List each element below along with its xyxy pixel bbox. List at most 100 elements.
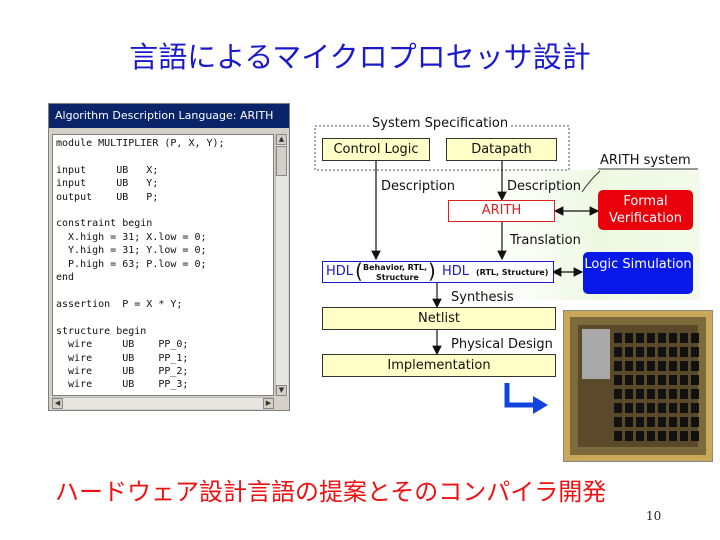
hdl-left-label: HDL <box>326 264 354 279</box>
description-right-label: Description <box>507 179 582 194</box>
die-cell <box>636 431 644 441</box>
die-cell <box>647 333 655 343</box>
die-cell <box>691 347 699 357</box>
translation-label: Translation <box>510 233 581 248</box>
die-cell <box>636 375 644 385</box>
die-cell <box>680 389 688 399</box>
scroll-right-icon[interactable]: ▶ <box>263 398 274 409</box>
implementation-box: Implementation <box>322 354 556 377</box>
vertical-scrollbar[interactable]: ▲ ▼ <box>275 134 288 396</box>
die-cell <box>669 431 677 441</box>
die-cell <box>680 361 688 371</box>
chip-die-image <box>563 310 713 462</box>
logic-simulation-box: Logic Simulation <box>583 252 693 294</box>
die-cell <box>625 417 633 427</box>
die-cell <box>658 333 666 343</box>
scroll-down-icon[interactable]: ▼ <box>276 385 287 396</box>
die-cell <box>625 403 633 413</box>
die-cell <box>669 347 677 357</box>
die-cell <box>691 431 699 441</box>
die-cell <box>614 333 622 343</box>
scroll-left-icon[interactable]: ◀ <box>52 398 63 409</box>
die-cell <box>647 403 655 413</box>
die-cell <box>669 375 677 385</box>
paren-open: ( <box>355 259 363 283</box>
slide-title: 言語によるマイクロプロセッサ設計 <box>129 40 591 74</box>
hdl-box <box>322 261 554 283</box>
die-cell <box>636 361 644 371</box>
die-cell <box>647 347 655 357</box>
die-cell <box>625 431 633 441</box>
die-cell <box>636 333 644 343</box>
die-cell <box>669 389 677 399</box>
die-cell <box>647 389 655 399</box>
hdl-left-note-1: Behavior, RTL, <box>363 263 428 272</box>
page-number: 10 <box>646 509 662 523</box>
die-cell <box>691 403 699 413</box>
code-window: Algorithm Description Language: ARITH mo… <box>48 103 290 411</box>
die-cell <box>647 417 655 427</box>
scrollbar-thumb[interactable] <box>276 146 287 176</box>
die-cell <box>680 417 688 427</box>
slide-subtitle: ハードウェア設計言語の提案とそのコンパイラ開発 <box>55 478 607 506</box>
die-cell <box>669 361 677 371</box>
synthesis-label: Synthesis <box>451 290 514 305</box>
die-cell <box>636 389 644 399</box>
die-cell <box>647 361 655 371</box>
die-cell <box>636 347 644 357</box>
die-cell <box>658 403 666 413</box>
arith-system-label: ARITH system <box>600 153 691 168</box>
die-cell <box>658 389 666 399</box>
die-cell <box>625 333 633 343</box>
die-cell <box>669 333 677 343</box>
physical-design-label: Physical Design <box>451 337 553 352</box>
scroll-up-icon[interactable]: ▲ <box>276 134 287 145</box>
formal-verification-box: Formal Verification <box>598 190 693 230</box>
die-cell <box>669 403 677 413</box>
die-cell <box>625 347 633 357</box>
chip-die-art <box>564 311 712 461</box>
die-cell <box>625 389 633 399</box>
die-cell <box>658 361 666 371</box>
die-cell <box>614 361 622 371</box>
die-cell <box>691 389 699 399</box>
hdl-left-note-2: Structure <box>376 273 419 282</box>
blue-arrow-to-die <box>504 383 535 408</box>
die-cell <box>669 417 677 427</box>
code-text-area[interactable]: module MULTIPLIER (P, X, Y); input UB X;… <box>52 134 274 396</box>
code-window-titlebar: Algorithm Description Language: ARITH <box>49 104 289 128</box>
system-spec-boundary <box>314 125 570 171</box>
die-cell <box>658 431 666 441</box>
die-cell <box>691 375 699 385</box>
die-cell <box>614 347 622 357</box>
description-left-label: Description <box>381 179 456 194</box>
die-cell <box>625 361 633 371</box>
die-cell <box>680 403 688 413</box>
die-cell <box>614 431 622 441</box>
hdl-right-label: HDL <box>442 264 470 279</box>
die-cell <box>680 333 688 343</box>
die-cell <box>658 375 666 385</box>
die-cell <box>614 403 622 413</box>
hdl-right-note: (RTL, Structure) <box>476 268 549 277</box>
arith-box: ARITH <box>448 200 555 222</box>
die-cell <box>658 417 666 427</box>
die-cell <box>680 375 688 385</box>
die-cell <box>647 375 655 385</box>
arith-system-pointer <box>581 170 601 193</box>
die-cell <box>680 347 688 357</box>
die-cell <box>680 431 688 441</box>
die-cell <box>691 417 699 427</box>
die-cell <box>691 361 699 371</box>
die-cell <box>614 375 622 385</box>
die-cell <box>658 347 666 357</box>
system-spec-label: System Specification <box>370 116 511 131</box>
code-text: module MULTIPLIER (P, X, Y); input UB X;… <box>56 138 225 391</box>
die-cell <box>636 417 644 427</box>
die-cell <box>614 417 622 427</box>
die-cell <box>636 403 644 413</box>
die-cell <box>647 431 655 441</box>
datapath-box: Datapath <box>446 138 557 161</box>
horizontal-scrollbar[interactable]: ◀ ▶ <box>52 397 274 409</box>
netlist-box: Netlist <box>322 307 556 330</box>
